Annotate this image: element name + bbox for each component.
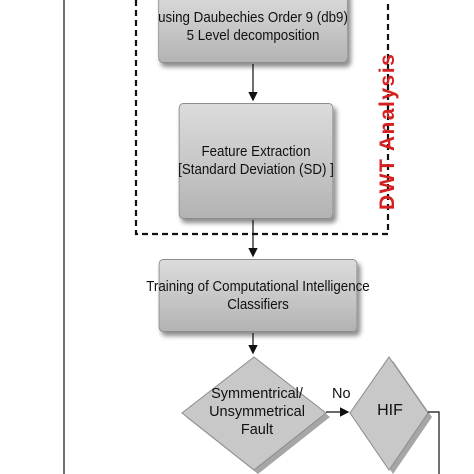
fault-line-3: Fault xyxy=(240,422,274,438)
decomposition-box: using Daubechies Order 9 (db9) 5 Level d… xyxy=(158,0,348,63)
fault-decision-diamond xyxy=(181,356,327,471)
decomposition-line-1: using Daubechies Order 9 (db9) xyxy=(158,9,348,26)
hif-decision-label: HIF xyxy=(377,402,403,419)
feature-extraction-box: Feature Extraction [Standard Deviation (… xyxy=(178,103,334,219)
training-line-1: Training of Computational Intelligence xyxy=(146,278,370,295)
fault-line-1: Symmentrical/ xyxy=(211,386,303,402)
hif-decision-diamond xyxy=(349,356,429,471)
feature-line-1: Feature Extraction xyxy=(201,144,311,160)
hif-output-line xyxy=(428,411,440,474)
training-line-2: Classifiers xyxy=(227,296,289,313)
feature-line-2: [Standard Deviation (SD) ] xyxy=(178,162,334,178)
no-branch-label: No xyxy=(332,386,351,402)
fault-line-2: Unsymmetrical xyxy=(209,404,305,420)
dwt-group-border xyxy=(134,0,390,236)
dwt-group-label: DWT Analysis xyxy=(376,52,399,210)
decomposition-line-2: 5 Level decomposition xyxy=(186,27,320,44)
training-box: Training of Computational Intelligence C… xyxy=(146,259,370,332)
fault-decision-label: Symmentrical/ Unsymmetrical Fault xyxy=(200,385,314,439)
